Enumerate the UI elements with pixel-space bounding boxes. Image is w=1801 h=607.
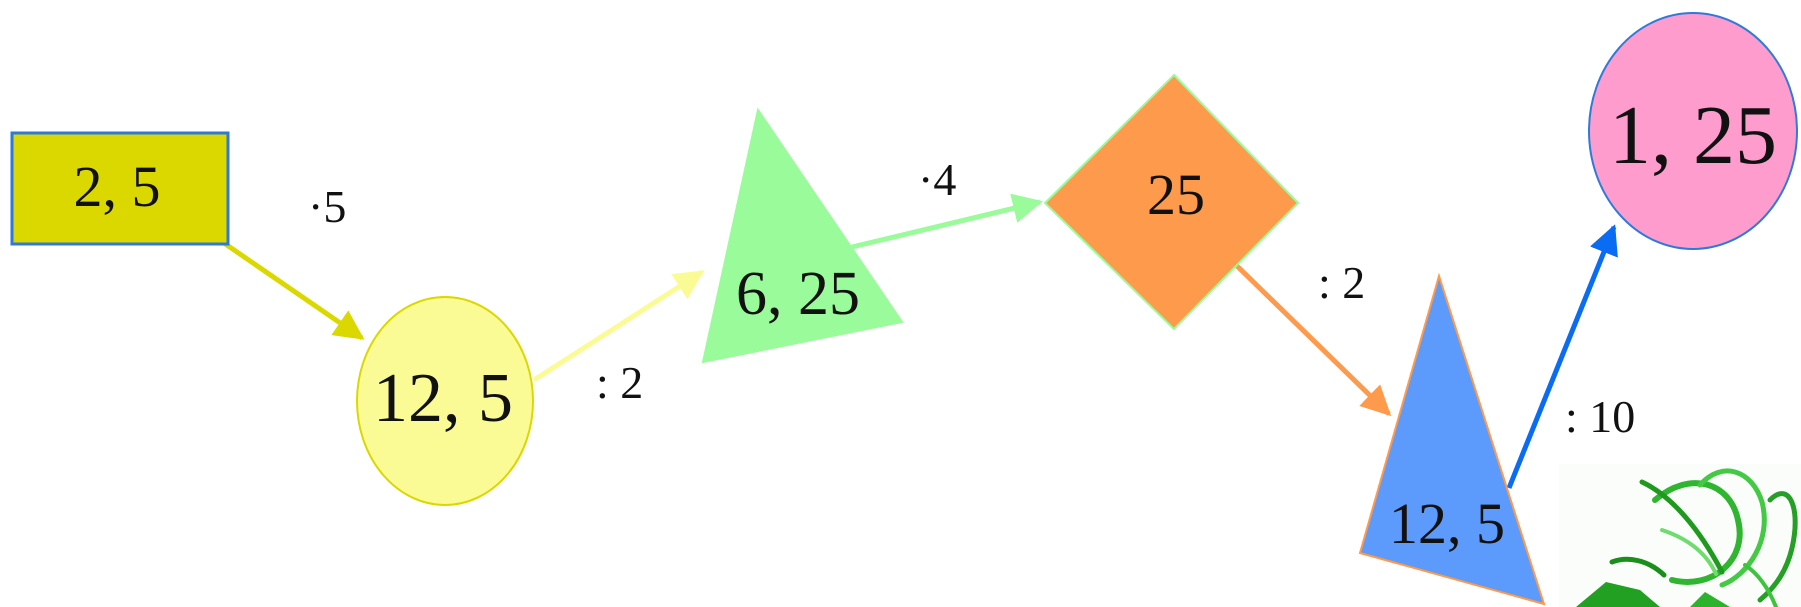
edge-n1-n2 (219, 238, 365, 341)
edge-n5-n6 (1506, 224, 1618, 489)
node-shape-diamond (1043, 73, 1300, 331)
node-shape-ellipse (1588, 12, 1798, 250)
edge-n4-n5 (1234, 263, 1392, 417)
node-shape-rectangle (10, 131, 230, 246)
node-label: 2, 5 (74, 154, 161, 219)
node-shape-triangle (701, 107, 904, 364)
node-shape-ellipse (356, 296, 534, 506)
edge-label: : 10 (1565, 391, 1635, 442)
green-sketch-figure-icon (1559, 464, 1801, 607)
edge-label: ·5 (308, 181, 346, 232)
edge-n2-n3 (532, 269, 705, 383)
node-n2: 12, 5 (356, 296, 534, 506)
edge-label: ·4 (918, 154, 956, 205)
node-label: 12, 5 (1389, 491, 1505, 556)
edge-label: : 2 (596, 357, 643, 408)
edge-labels: ·5 : 2 ·4 : 2 : 10 (308, 154, 1635, 442)
node-n3: 6, 25 (701, 107, 904, 364)
node-label: 12, 5 (373, 360, 513, 437)
node-shape-triangle (1358, 272, 1546, 606)
node-n4: 25 (1043, 73, 1300, 331)
node-label: 25 (1147, 162, 1205, 227)
node-n1: 2, 5 (10, 131, 230, 246)
edge-label: : 2 (1318, 257, 1365, 308)
edge-n3-n4 (851, 193, 1043, 250)
edges (219, 193, 1618, 489)
node-n6: 1, 25 (1588, 12, 1798, 250)
node-n5: 12, 5 (1358, 272, 1546, 606)
node-label: 6, 25 (736, 260, 860, 328)
node-label: 1, 25 (1609, 89, 1777, 182)
